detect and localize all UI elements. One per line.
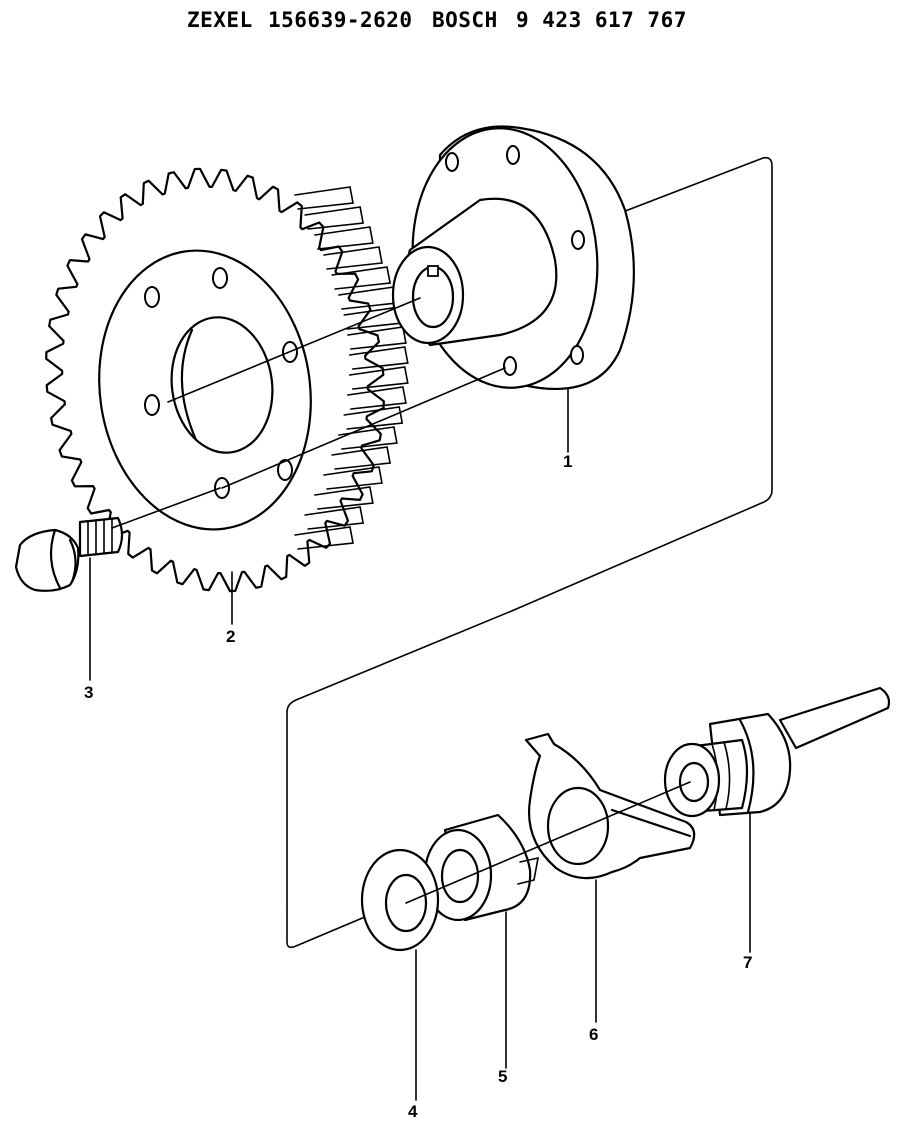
callout-1: 1 [563,452,572,471]
center-axis-lines [111,297,691,904]
bolt-part [14,516,124,592]
callout-3: 3 [84,683,93,702]
callout-2: 2 [226,627,235,646]
callout-6: 6 [589,1025,598,1044]
leader-lines [89,387,751,1101]
drawing-header: ZEXEL 156639-2620 BOSCH 9 423 617 767 [0,8,903,38]
upper-assembly-bracket [513,156,773,611]
brand-bosch: BOSCH [432,8,498,32]
part-number-zexel: 156639-2620 [268,8,413,32]
lower-assembly-bracket [286,609,515,949]
brand-zexel: ZEXEL [187,8,253,32]
gear-part [45,167,409,593]
callout-5: 5 [498,1067,507,1086]
part-number-bosch: 9 423 617 767 [516,8,687,32]
sleeve-part [423,813,540,922]
lock-plate-part [524,732,696,880]
callout-4: 4 [408,1102,418,1121]
washer-part [360,848,440,952]
hub-flange-part [391,125,635,390]
callout-7: 7 [743,953,752,972]
nut-shaft-part [663,686,891,818]
